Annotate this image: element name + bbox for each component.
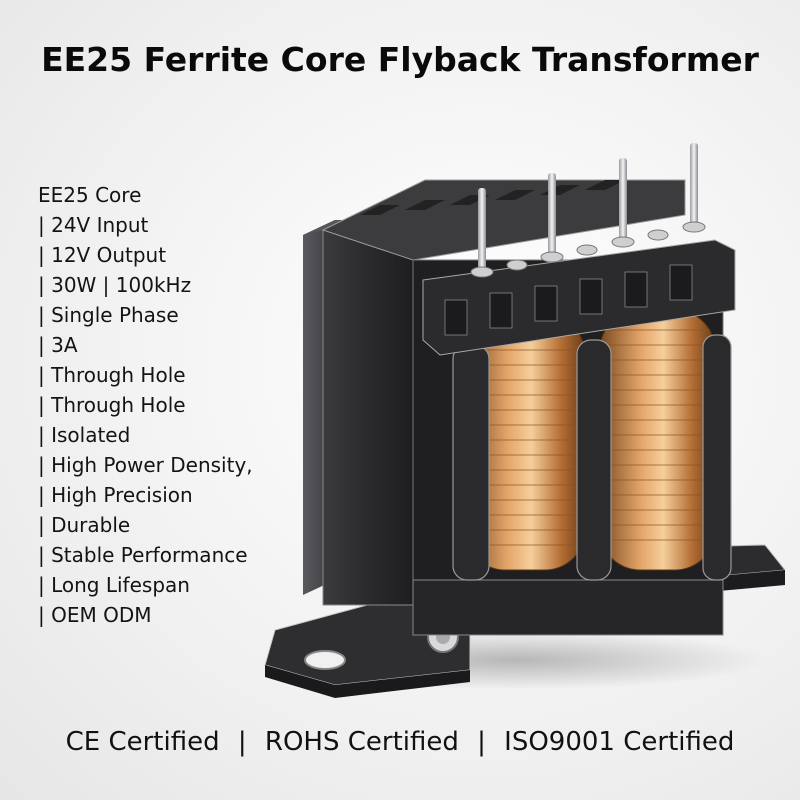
ce-certification: CE Certified: [65, 727, 220, 757]
iso-certification: ISO9001 Certified: [504, 727, 735, 757]
spec-item: | Long Lifespan: [38, 573, 190, 597]
ferrite-core-top: [321, 179, 686, 261]
spec-item: | 12V Output: [38, 243, 167, 267]
spec-item: | OEM ODM: [38, 603, 152, 627]
ferrite-core-left: [303, 220, 425, 606]
separator: |: [477, 727, 486, 757]
rohs-certification: ROHS Certified: [264, 727, 459, 757]
spec-item: | Through Hole: [38, 393, 186, 417]
spec-item: | Durable: [38, 513, 131, 537]
spec-item: | 3A: [38, 333, 78, 357]
transformer-product-image: [255, 140, 785, 700]
pin-header: [422, 239, 736, 356]
flyback-transformer-illustration: [264, 143, 785, 698]
spec-item: | Stable Performance: [38, 543, 248, 567]
spec-item: | High Precision: [38, 483, 193, 507]
certification-bar: CE Certified | ROHS Certified | ISO9001 …: [0, 727, 800, 757]
spec-item: EE25 Core: [38, 183, 142, 207]
page-title: EE25 Ferrite Core Flyback Transformer: [41, 40, 759, 79]
spec-item: | High Power Density,: [38, 453, 253, 477]
spec-item: | Through Hole: [38, 363, 186, 387]
copper-winding-right: [599, 309, 716, 571]
terminal-pins: [470, 143, 706, 278]
spec-item: | 30W | 100kHz: [38, 273, 192, 297]
spec-list: EE25 Core | 24V Input | 12V Output | 30W…: [38, 180, 253, 630]
spec-item: | Isolated: [38, 423, 131, 447]
spec-item: | 24V Input: [38, 213, 149, 237]
spec-item: | Single Phase: [38, 303, 179, 327]
separator: |: [237, 727, 247, 757]
bobbin-flanges: [452, 334, 732, 581]
